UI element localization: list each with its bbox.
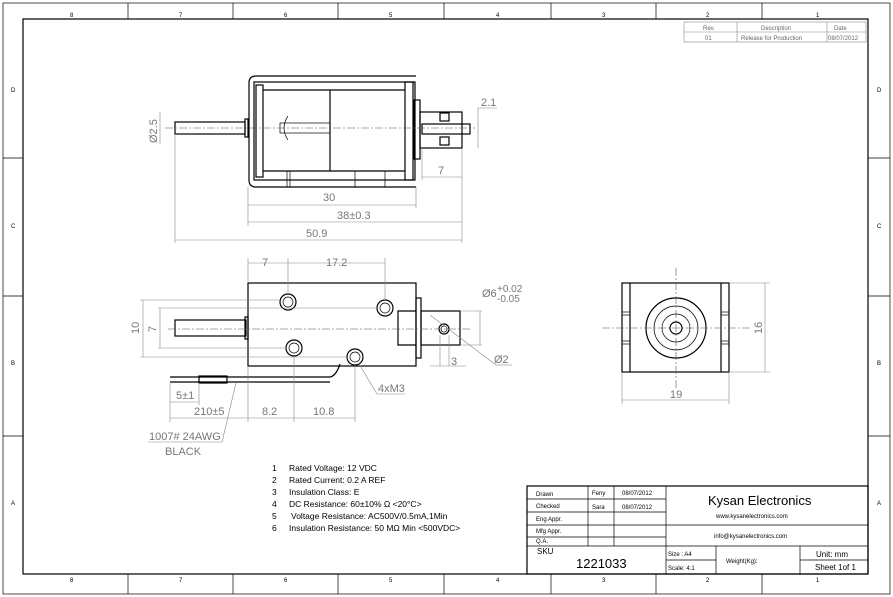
zone-col: 3	[602, 578, 606, 584]
zone-col: 6	[284, 13, 288, 19]
dim-7-top: 7	[262, 257, 268, 269]
dim-dia-2-5: Ø2.5	[148, 119, 160, 143]
end-view: 16 19	[602, 268, 770, 404]
sku-label: SKU	[537, 547, 554, 556]
zone-col: 7	[179, 13, 183, 19]
zone-col: 4	[496, 13, 500, 19]
date-header: Date	[834, 26, 847, 32]
zone-row: A	[877, 501, 881, 507]
rev-value: 01	[705, 36, 712, 42]
dim-10-8: 10.8	[313, 406, 334, 418]
note-number: 6	[272, 523, 277, 533]
zone-col: 3	[602, 13, 606, 19]
holes-callout: 4xM3	[378, 383, 405, 395]
title-block: Drawn Feny 08/07/2012 Checked Sara 08/07…	[526, 485, 869, 575]
description-value: Release for Production	[741, 36, 802, 42]
unit-label: Unit: mm	[816, 550, 848, 559]
dim-7: 7	[438, 165, 444, 177]
rev-header: Rev.	[703, 26, 715, 32]
zone-col: 1	[816, 578, 820, 584]
note-text: DC Resistance: 60±10% Ω <20°C>	[289, 499, 422, 509]
zone-col: 7	[179, 578, 183, 584]
note-number: 1	[272, 463, 277, 473]
zone-col: 6	[284, 578, 288, 584]
checked-date: 08/07/2012	[622, 505, 653, 511]
zone-col: 8	[70, 13, 74, 19]
dim-2-1: 2.1	[481, 97, 496, 109]
checked-label: Checked	[536, 504, 560, 510]
dim-50-9: 50.9	[306, 228, 327, 240]
wire-color: BLACK	[165, 446, 202, 458]
company-website: www.kysanelectronics.com	[715, 514, 788, 520]
revision-table: Rev. Description Date 01 Release for Pro…	[683, 21, 867, 43]
sheet-size: Size : A4	[668, 552, 692, 558]
dim-210: 210±5	[194, 406, 225, 418]
zone-row: A	[11, 501, 15, 507]
note-text: Rated Current: 0.2 A REF	[289, 475, 385, 485]
note-number: 2	[272, 475, 277, 485]
dim-dia-6: Ø6	[482, 288, 497, 300]
zone-row: D	[11, 88, 16, 94]
drawing-scale: Scale: 4:1	[668, 566, 695, 572]
company-name: Kysan Electronics	[708, 493, 812, 508]
dim-19: 19	[670, 389, 682, 401]
dim-dia-6-tol-lower: -0.05	[497, 294, 520, 305]
zone-col: 2	[706, 578, 710, 584]
dim-38: 38±0.3	[337, 210, 371, 222]
dim-8-2: 8.2	[262, 406, 277, 418]
zone-col: 4	[496, 578, 500, 584]
dim-3: 3	[451, 356, 457, 368]
note-number: 5	[272, 511, 277, 521]
date-value: 08/07/2012	[828, 36, 859, 42]
company-email: info@kysanelectronics.com	[714, 534, 787, 540]
drawn-label: Drawn	[536, 492, 553, 498]
description-header: Description	[761, 26, 791, 32]
zone-row: B	[877, 361, 881, 367]
notes-list: 1 Rated Voltage: 12 VDC 2 Rated Current: 0…	[272, 463, 460, 533]
zone-ticks	[3, 3, 890, 594]
zone-row: C	[11, 224, 16, 230]
zone-col: 5	[389, 13, 393, 19]
wire-spec: 1007# 24AWG	[149, 431, 221, 443]
drawn-date: 08/07/2012	[622, 491, 653, 497]
zone-row: B	[11, 361, 15, 367]
note-text: Voltage Resistance: AC500V/0.5mA,1Min	[291, 511, 448, 521]
note-text: Insulation Resistance: 50 MΩ Min <500VDC…	[289, 523, 460, 533]
zone-row: D	[877, 88, 882, 94]
top-view-section: 30 38±0.3 50.9 7 2.1 Ø2.5	[148, 75, 497, 243]
dim-30: 30	[323, 192, 335, 204]
checked-by: Sara	[592, 505, 605, 511]
note-number: 3	[272, 487, 277, 497]
note-text: Insulation Class: E	[289, 487, 360, 497]
drawn-by: Feny	[592, 491, 605, 497]
dim-dia-2: Ø2	[494, 354, 509, 366]
note-text: Rated Voltage: 12 VDC	[289, 463, 377, 473]
zone-col: 2	[706, 13, 710, 19]
mfg-appr-label: Mfg Appr.	[536, 529, 562, 535]
qa-label: Q.A.	[536, 539, 548, 545]
zone-row: C	[877, 224, 882, 230]
side-view: 7 17.2 10 7 Ø6 +0.02 -0.05 3 Ø2 4xM3 5±1…	[130, 257, 523, 458]
zone-col: 1	[816, 13, 820, 19]
note-number: 4	[272, 499, 277, 509]
dim-7-vertical: 7	[147, 326, 159, 332]
dim-17-2: 17.2	[326, 257, 347, 269]
dim-dia-6-tol-upper: +0.02	[497, 284, 523, 295]
zone-col: 5	[389, 578, 393, 584]
inner-frame	[22, 18, 869, 575]
zone-col: 8	[70, 578, 74, 584]
weight-label: Weight(Kg):	[726, 559, 758, 565]
sku-value: 1221033	[576, 556, 627, 571]
zone-labels: 8 7 6 5 4 3 2 1 8 7 6 5 4 3 2 1 D C B A …	[11, 13, 882, 584]
eng-appr-label: Eng Appr.	[536, 517, 562, 523]
dim-5: 5±1	[176, 390, 194, 402]
sheet-number: Sheet 1of 1	[815, 563, 856, 572]
dim-10: 10	[130, 322, 142, 334]
dim-16: 16	[753, 322, 765, 334]
